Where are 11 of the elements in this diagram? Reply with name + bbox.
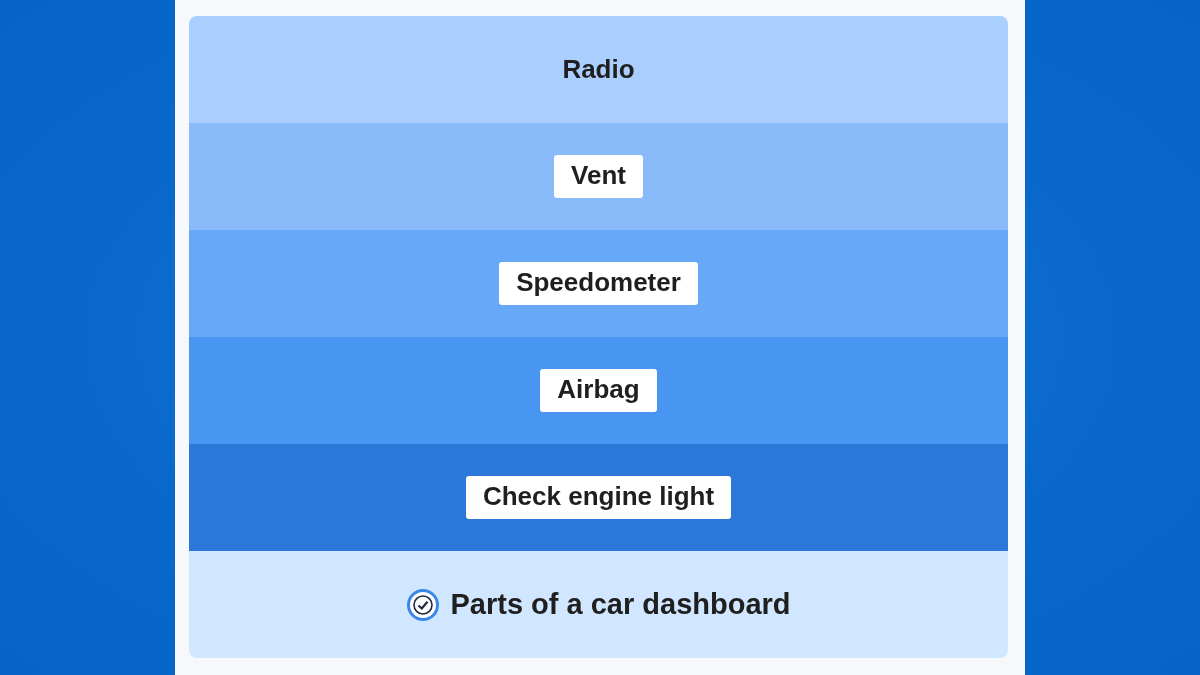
part-label: Speedometer [499, 262, 698, 305]
layer-band [189, 230, 1008, 337]
part-label: Check engine light [465, 476, 732, 519]
layer-band [189, 337, 1008, 444]
layer-band [189, 123, 1008, 230]
part-label: Airbag [540, 369, 657, 412]
caption: Parts of a car dashboard [450, 588, 791, 621]
layer-band [189, 16, 1008, 123]
band-label: Radio [562, 54, 635, 85]
layer-band [189, 444, 1008, 551]
part-label: Vent [554, 155, 643, 198]
